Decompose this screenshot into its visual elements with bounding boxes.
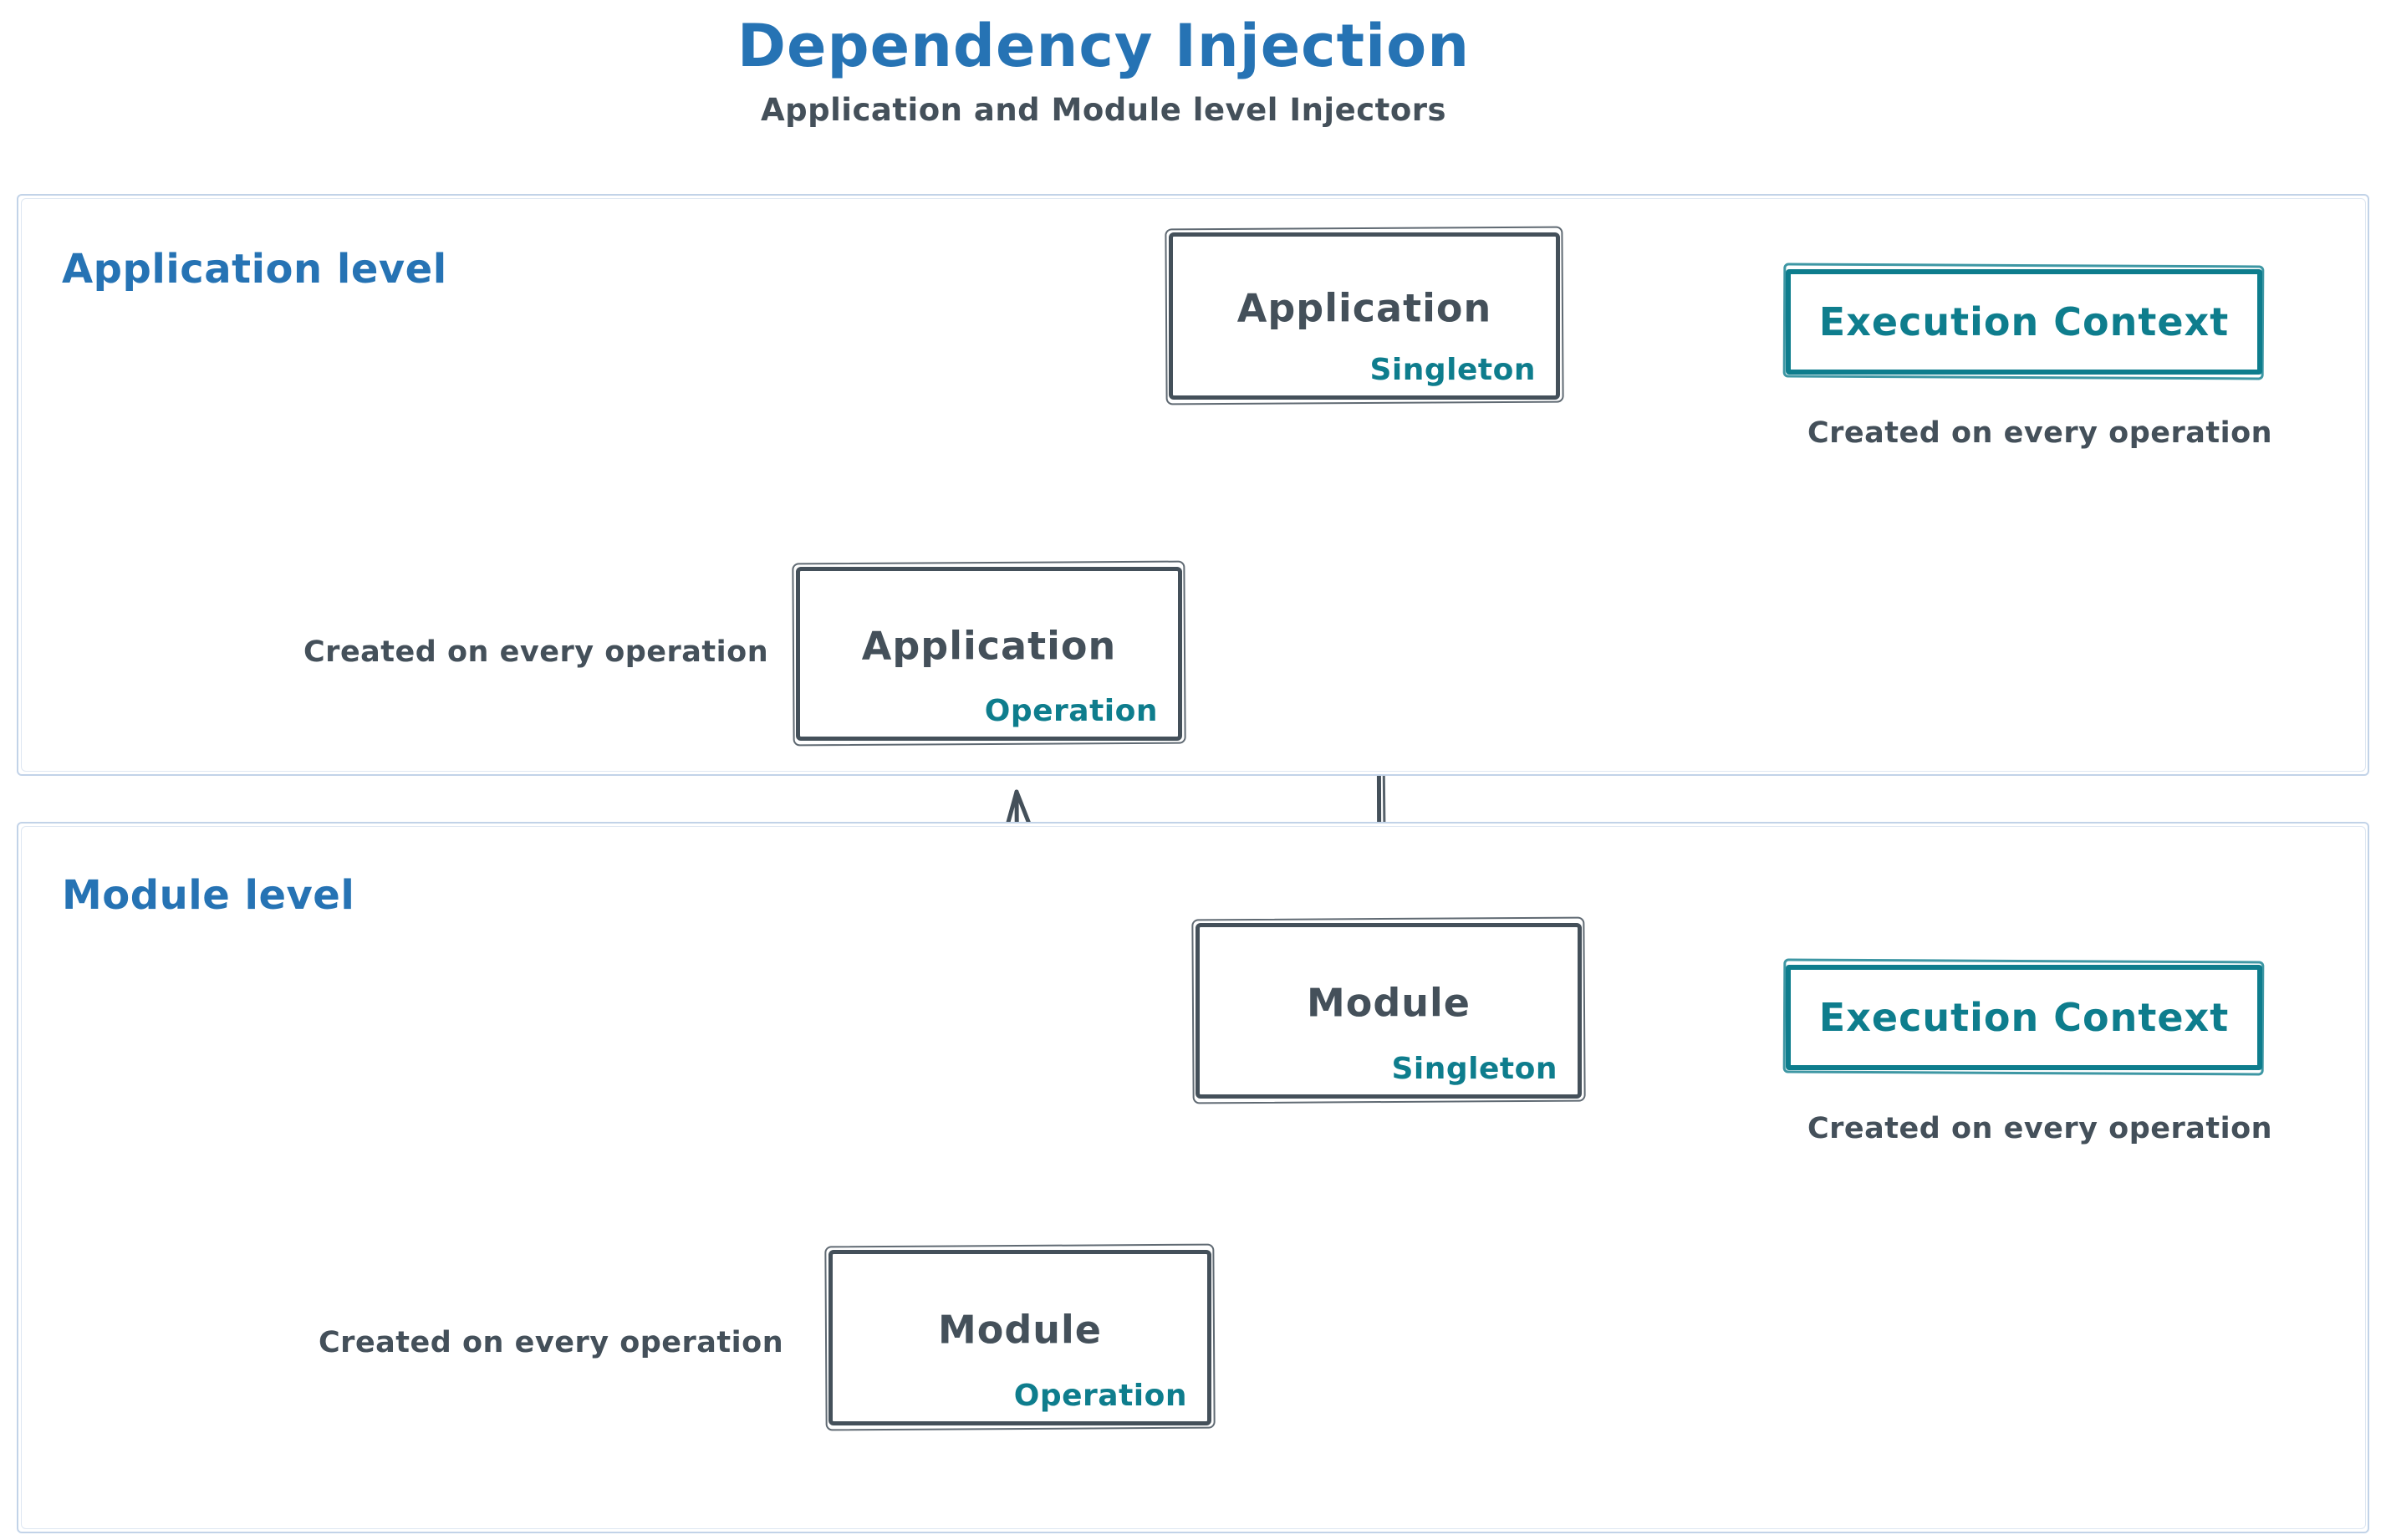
diagram-subtitle: Application and Module level Injectors xyxy=(760,92,1447,128)
application-singleton-title: Application xyxy=(1236,285,1492,331)
application-operation-title: Application xyxy=(861,623,1117,669)
application-singleton-scope: Singleton xyxy=(1369,353,1536,387)
module-singleton-title: Module xyxy=(1306,980,1471,1026)
application-operation-note: Created on every operation xyxy=(303,635,769,669)
module-operation-note: Created on every operation xyxy=(319,1326,784,1359)
application-singleton-node: Application Singleton xyxy=(1169,232,1560,400)
module-execution-context-node: Execution Context xyxy=(1786,965,2262,1070)
diagram-header: Dependency Injection Application and Mod… xyxy=(0,12,2207,128)
application-execution-context-node: Execution Context xyxy=(1786,269,2262,375)
module-level-label: Module level xyxy=(62,872,355,919)
module-execution-context-note: Created on every operation xyxy=(1807,1112,2273,1145)
module-singleton-scope: Singleton xyxy=(1391,1052,1558,1086)
application-level-label: Application level xyxy=(62,246,447,293)
application-operation-node: Application Operation xyxy=(796,567,1182,741)
module-level-container: Module level xyxy=(17,822,2369,1533)
diagram-title: Dependency Injection xyxy=(737,12,1471,80)
application-operation-scope: Operation xyxy=(984,694,1158,728)
application-execution-context-label: Execution Context xyxy=(1818,299,2230,344)
module-operation-title: Module xyxy=(937,1307,1103,1353)
module-operation-node: Module Operation xyxy=(828,1250,1211,1425)
module-singleton-node: Module Singleton xyxy=(1196,923,1582,1099)
application-execution-context-note: Created on every operation xyxy=(1807,416,2273,450)
module-operation-scope: Operation xyxy=(1013,1379,1187,1413)
module-execution-context-label: Execution Context xyxy=(1818,995,2230,1040)
